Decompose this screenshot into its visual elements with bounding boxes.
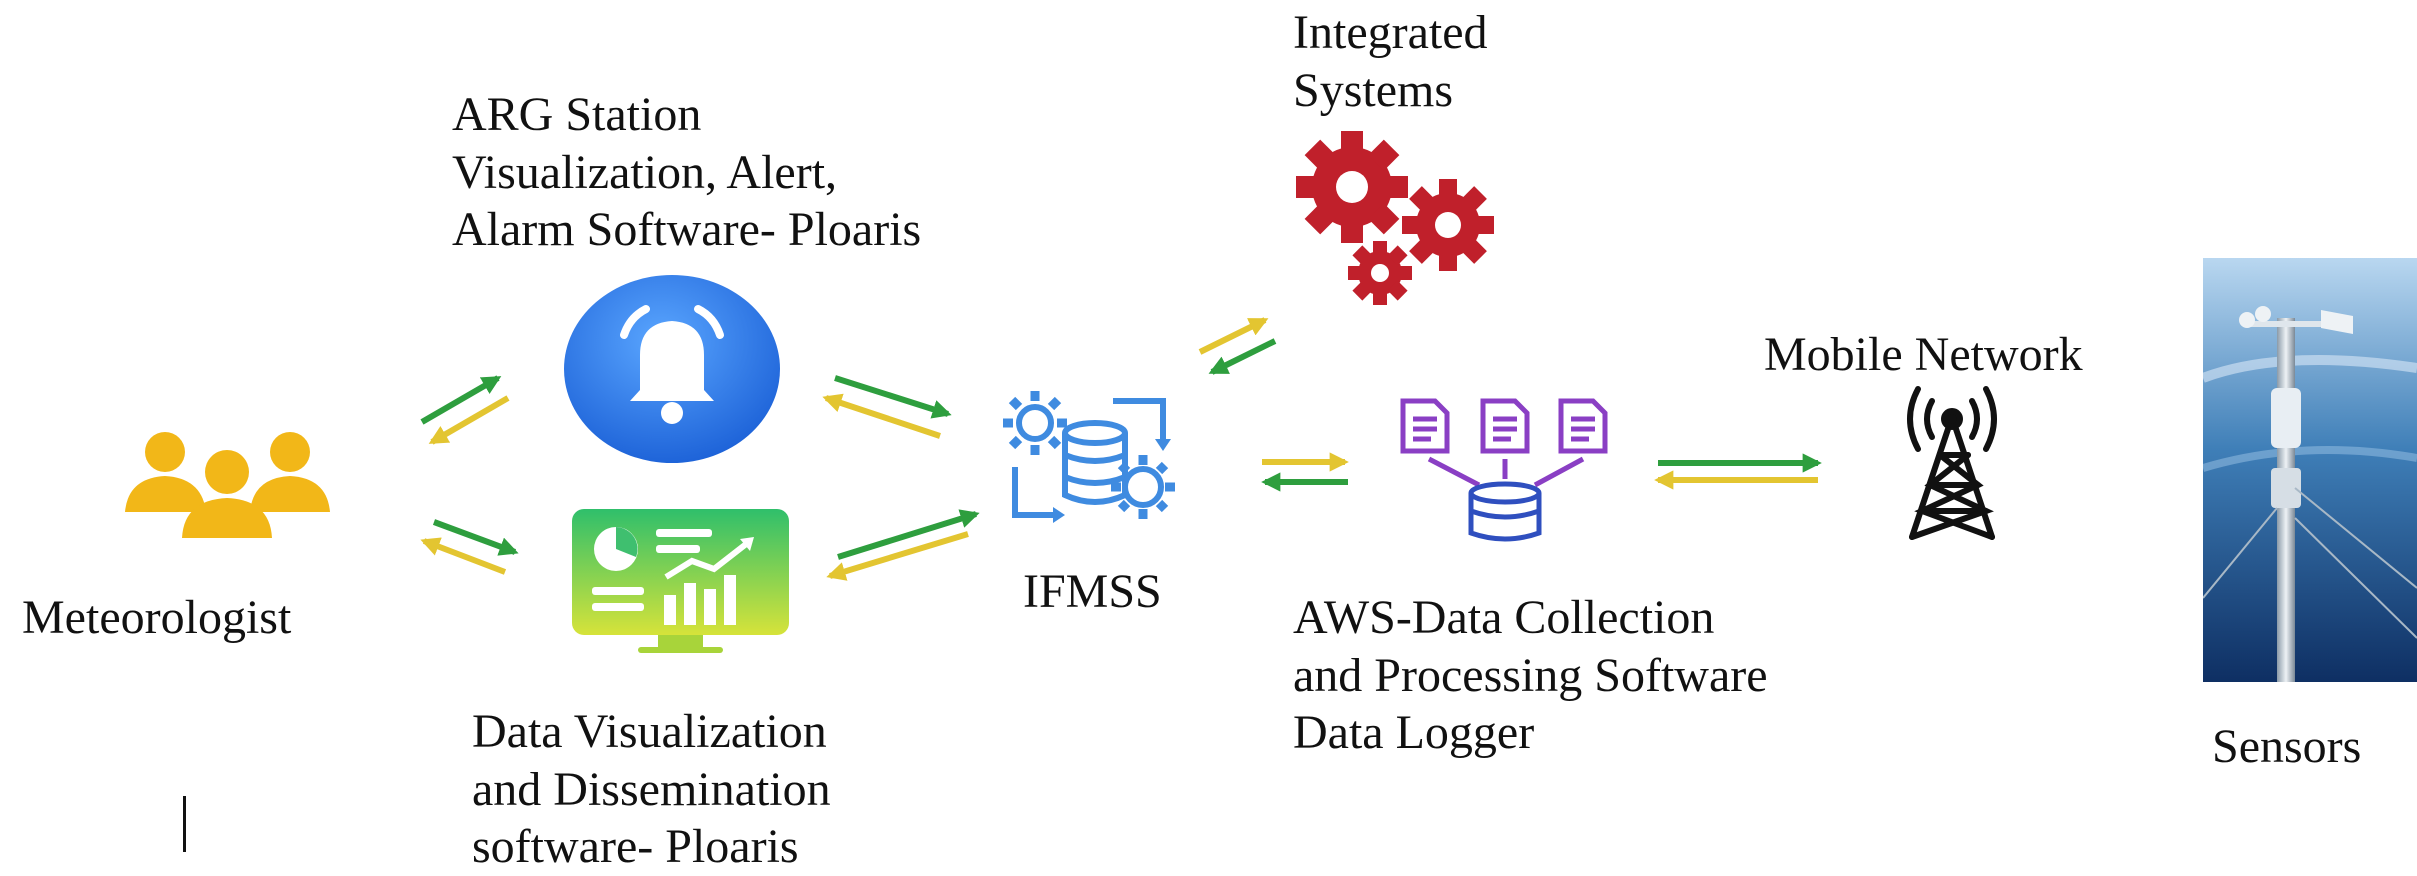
data-visualization-line-1: Data Visualization — [472, 705, 827, 758]
red-gears-icon — [1296, 131, 1494, 305]
arg-station-line-2: Visualization, Alert, — [452, 145, 838, 199]
integrated-systems-line-1: Integrated — [1293, 6, 1488, 59]
people-group-icon — [125, 432, 330, 538]
arrow-pair-ifmss-aws — [1261, 452, 1349, 492]
aws-line-1: AWS-Data Collection — [1293, 591, 1715, 644]
arrow-pair-aws-mobile — [1654, 453, 1822, 490]
arrow-pair-datavis-ifmss — [826, 509, 980, 581]
mobile-network-label: Mobile Network — [1764, 328, 2083, 381]
arg-station-label: ARG Station Visualization, Alert, Alarm … — [452, 86, 921, 259]
bell-icon — [564, 275, 780, 463]
integrated-systems-label: Integrated Systems — [1293, 4, 1488, 119]
arrow-pair-meteorologist-datavis — [420, 519, 519, 575]
arg-station-line-1: ARG Station — [452, 88, 702, 141]
data-visualization-line-3: software- Ploaris — [472, 820, 799, 874]
aws-line-3: Data Logger — [1293, 706, 1535, 760]
monitor-dashboard-icon — [572, 509, 789, 653]
sensors-label: Sensors — [2212, 720, 2362, 773]
data-visualization-label: Data Visualization and Dissemination sof… — [472, 703, 831, 876]
ifmss-label: IFMSS — [1023, 565, 1162, 618]
arg-station-line-3: Alarm Software- Ploaris — [452, 203, 922, 257]
weather-station-photo — [2203, 258, 2417, 682]
arrow-pair-arg-ifmss — [822, 375, 952, 439]
integrated-systems-line-2: Systems — [1293, 63, 1454, 117]
aws-label: AWS-Data Collection and Processing Softw… — [1293, 589, 1768, 762]
arrow-pair-meteorologist-arg — [420, 375, 510, 445]
meteorologist-label: Meteorologist — [22, 591, 292, 644]
text-cursor-mark — [183, 796, 186, 852]
data-visualization-line-2: and Dissemination — [472, 762, 831, 816]
arrow-pair-ifmss-integrated — [1198, 317, 1277, 375]
gears-database-icon — [1003, 391, 1175, 523]
documents-database-icon — [1400, 398, 1608, 542]
aws-line-2: and Processing Software — [1293, 648, 1768, 702]
cell-tower-icon — [1907, 386, 1997, 540]
